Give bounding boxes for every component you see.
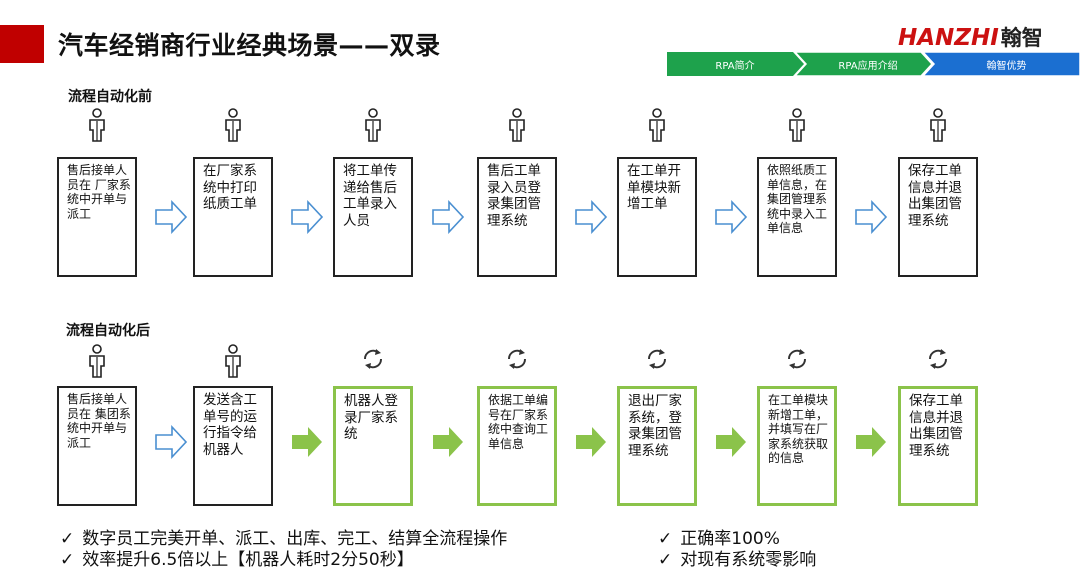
hollow-arrow-icon — [291, 199, 324, 238]
section-label-before: 流程自动化前 — [68, 89, 152, 105]
process-step-box: 发送含工单号的运行指令给机器人 — [193, 386, 273, 506]
robot-cycle-icon — [925, 346, 951, 376]
title-accent-bar — [0, 25, 44, 63]
robot-cycle-icon — [784, 346, 810, 376]
logo-cn: 翰智 — [1000, 26, 1043, 50]
process-step-box: 将工单传递给售后工单录入人员 — [333, 157, 413, 277]
section-nav: RPA简介 RPA应用介绍 翰智优势 — [667, 52, 1080, 76]
hollow-arrow-icon — [155, 424, 188, 463]
process-step-box: 在工单开单模块新增工单 — [617, 157, 697, 277]
process-step-box: 售后工单录入员登录集团管理系统 — [477, 157, 557, 277]
check-mark-icon: ✓ — [60, 550, 75, 570]
person-icon — [224, 344, 242, 382]
process-step-box: 在厂家系统中打印纸质工单 — [193, 157, 273, 277]
process-step-box: 在工单模块新增工单，并填写在厂家系统获取的信息 — [757, 386, 837, 506]
check-item: ✓正确率100% — [658, 529, 780, 549]
hollow-arrow-icon — [855, 199, 888, 238]
green-arrow-icon — [855, 425, 887, 463]
process-step-box: 依据工单编号在厂家系统中查询工单信息 — [477, 386, 557, 506]
person-icon — [224, 108, 242, 146]
person-icon — [88, 108, 106, 146]
robot-cycle-icon — [644, 346, 670, 376]
process-step-box: 售后接单人员在 集团系统中开单与派工 — [57, 386, 137, 506]
robot-cycle-icon — [504, 346, 530, 376]
check-item: ✓对现有系统零影响 — [658, 550, 817, 570]
check-mark-icon: ✓ — [658, 550, 673, 570]
hollow-arrow-icon — [715, 199, 748, 238]
process-step-box: 保存工单信息并退出集团管理系统 — [898, 386, 978, 506]
nav-item-rpa-intro[interactable]: RPA简介 — [715, 60, 755, 72]
process-step-box: 售后接单人员在 厂家系统中开单与派工 — [57, 157, 137, 277]
nav-arrows-graphic — [667, 52, 1080, 76]
green-arrow-icon — [291, 425, 323, 463]
person-icon — [508, 108, 526, 146]
person-icon — [364, 108, 382, 146]
check-mark-icon: ✓ — [60, 529, 75, 549]
green-arrow-icon — [575, 425, 607, 463]
check-item: ✓效率提升6.5倍以上【机器人耗时2分50秒】 — [60, 550, 414, 570]
hollow-arrow-icon — [155, 199, 188, 238]
section-label-after: 流程自动化后 — [66, 323, 150, 339]
person-icon — [88, 344, 106, 382]
process-step-box: 退出厂家系统，登录集团管理系统 — [617, 386, 697, 506]
check-mark-icon: ✓ — [658, 529, 673, 549]
person-icon — [788, 108, 806, 146]
nav-item-hanzhi-advantage[interactable]: 翰智优势 — [986, 60, 1027, 72]
green-arrow-icon — [715, 425, 747, 463]
process-step-box: 保存工单信息并退出集团管理系统 — [898, 157, 978, 277]
hanzhi-logo: HANZHI翰智 — [898, 22, 1043, 52]
logo-brand: HANZHI — [898, 25, 999, 51]
hollow-arrow-icon — [432, 199, 465, 238]
page-title: 汽车经销商行业经典场景——双录 — [58, 31, 441, 60]
person-icon — [648, 108, 666, 146]
hollow-arrow-icon — [575, 199, 608, 238]
robot-cycle-icon — [360, 346, 386, 376]
check-item: ✓数字员工完美开单、派工、出库、完工、结算全流程操作 — [60, 529, 508, 549]
green-arrow-icon — [432, 425, 464, 463]
process-step-box: 机器人登录厂家系统 — [333, 386, 413, 506]
nav-item-rpa-application[interactable]: RPA应用介绍 — [838, 60, 898, 72]
process-step-box: 依照纸质工单信息，在集团管理系统中录入工单信息 — [757, 157, 837, 277]
person-icon — [929, 108, 947, 146]
